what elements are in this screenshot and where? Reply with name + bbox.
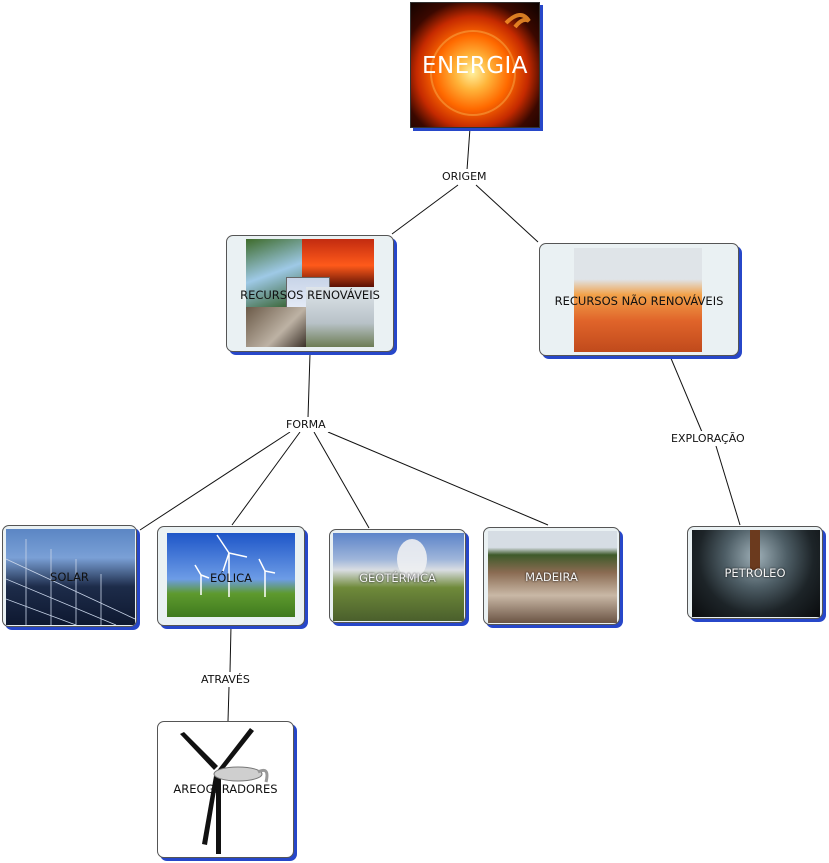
link-label-exploracao: EXPLORAÇÃO bbox=[668, 431, 748, 446]
recursos-nao-renovaveis-label: RECURSOS NÃO RENOVÁVEIS bbox=[540, 294, 738, 308]
line-energia-origem bbox=[467, 128, 470, 170]
energia-title: ENERGIA bbox=[411, 53, 539, 79]
concept-eolica[interactable]: EÓLICA bbox=[157, 526, 305, 626]
aerogeradores-label: AREOGERADORES bbox=[158, 782, 293, 796]
line-origem-renovaveis bbox=[392, 185, 458, 234]
concept-recursos-nao-renovaveis[interactable]: RECURSOS NÃO RENOVÁVEIS bbox=[539, 243, 739, 356]
line-renovaveis-forma bbox=[308, 354, 310, 418]
eolica-label: EÓLICA bbox=[158, 571, 304, 585]
concept-geotermica[interactable]: GEOTÉRMICA bbox=[329, 529, 466, 623]
link-label-forma: FORMA bbox=[283, 417, 329, 432]
madeira-label: MADEIRA bbox=[484, 570, 619, 584]
petroleo-label: PETROLEO bbox=[688, 566, 822, 580]
line-exploracao-petroleo bbox=[716, 446, 740, 525]
line-forma-solar bbox=[140, 432, 290, 530]
geotermica-label: GEOTÉRMICA bbox=[330, 571, 465, 585]
solar-label: SOLAR bbox=[3, 570, 136, 584]
concept-aerogeradores[interactable]: AREOGERADORES bbox=[157, 721, 294, 858]
line-eolica-atraves bbox=[230, 626, 231, 672]
recursos-renovaveis-label: RECURSOS RENOVÁVEIS bbox=[227, 288, 393, 302]
line-forma-geotermica bbox=[314, 432, 369, 528]
link-label-atraves: ATRAVÉS bbox=[198, 672, 253, 687]
concept-energia[interactable]: ENERGIA bbox=[410, 2, 540, 128]
concept-madeira[interactable]: MADEIRA bbox=[483, 527, 620, 625]
concept-solar[interactable]: SOLAR bbox=[2, 525, 137, 627]
concept-recursos-renovaveis[interactable]: RECURSOS RENOVÁVEIS bbox=[226, 235, 394, 352]
line-origem-nao-renovaveis bbox=[476, 185, 538, 242]
line-forma-eolica bbox=[232, 432, 300, 525]
line-forma-madeira bbox=[328, 432, 548, 525]
line-nao-renovaveis-exploracao bbox=[670, 356, 702, 432]
line-atraves-aerogeradores bbox=[228, 687, 229, 721]
link-label-origem: ORIGEM bbox=[439, 169, 490, 184]
concept-petroleo[interactable]: PETROLEO bbox=[687, 526, 823, 619]
